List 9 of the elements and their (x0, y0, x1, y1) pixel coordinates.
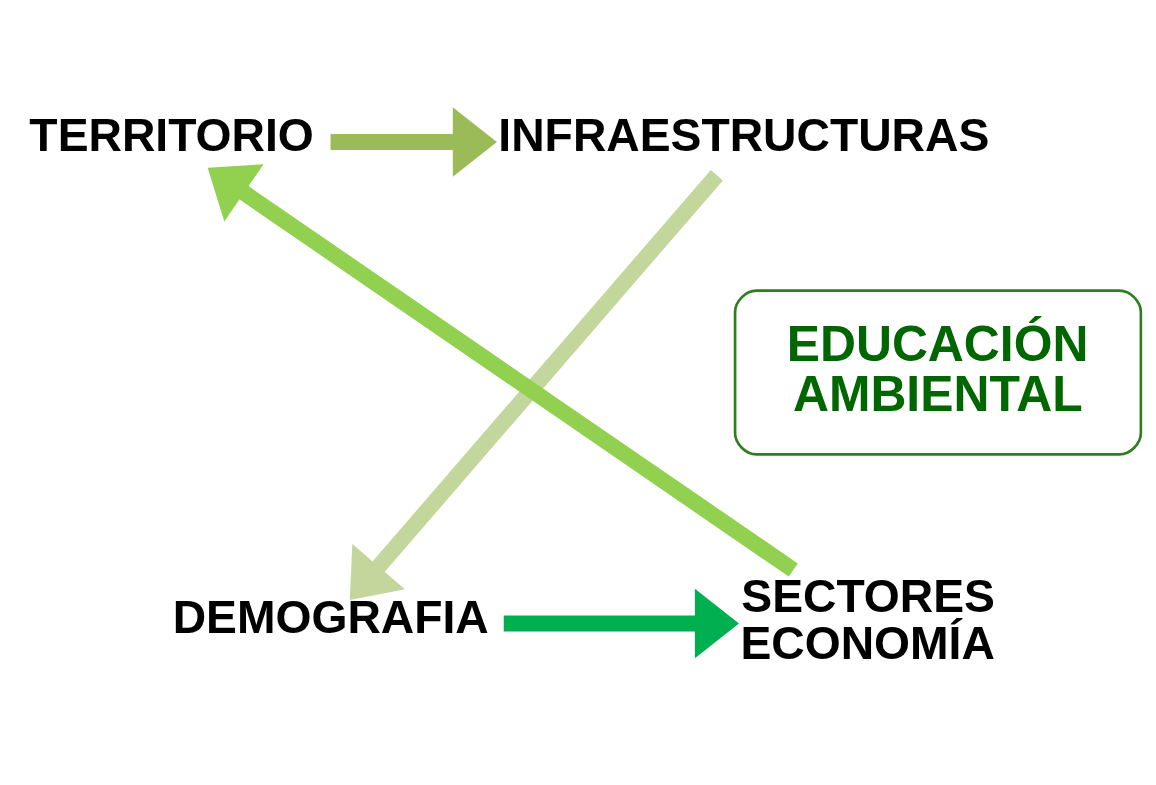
node-text: TERRITORIO (29, 108, 314, 161)
arrow (207, 163, 798, 577)
arrow (330, 106, 497, 177)
node-box: EDUCACIÓN AMBIENTAL (733, 288, 1143, 456)
node-text: SECTORES ECONOMÍA (740, 569, 995, 669)
arrow (503, 588, 739, 658)
arrow (349, 169, 723, 600)
node-text: INFRAESTRUCTURAS (498, 108, 990, 161)
node-text: DEMOGRAFIA (172, 590, 489, 643)
